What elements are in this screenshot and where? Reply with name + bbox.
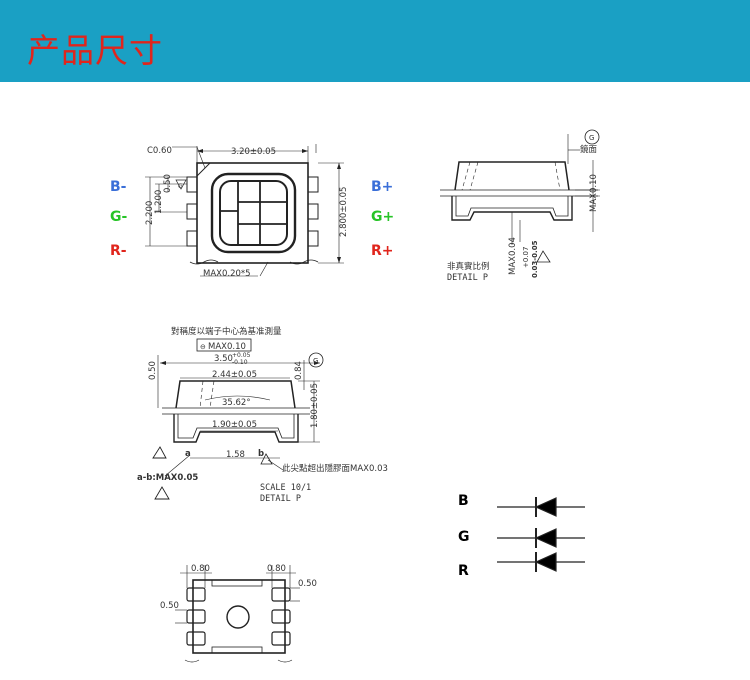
- bottom-pad-h: 0.50: [298, 579, 317, 589]
- diode-label-r: R: [458, 563, 469, 579]
- pitch-label: 1.200: [154, 190, 164, 214]
- bottom-pad-v: 0.50: [160, 601, 179, 611]
- side-tol-top: +0.07: [522, 247, 530, 268]
- label-a: a: [185, 449, 191, 459]
- thermal-pad: [226, 605, 250, 629]
- height-pins-label: 2.200: [145, 201, 155, 225]
- flatness-label: MAX0.10: [208, 342, 246, 352]
- section-g-mark: G: [313, 357, 318, 365]
- side-tol-bot: 0.03-0.05: [531, 240, 539, 278]
- side-max-height: MAX0.10: [589, 174, 599, 212]
- top-view: [145, 144, 344, 277]
- pin-g-minus: G-: [110, 209, 127, 225]
- mirror-label: 鏡面: [580, 144, 598, 155]
- diode-b: [534, 497, 557, 517]
- section-width-inner: 2.44±0.05: [212, 370, 257, 380]
- bottom-view: [175, 565, 300, 663]
- side-view: [440, 129, 600, 263]
- warning-triangle-icon: [260, 453, 273, 465]
- pin-r-plus: R+: [371, 243, 394, 259]
- warning-triangle-icon: [152, 446, 167, 459]
- bottom-dim-left: 0.80: [191, 564, 210, 574]
- section-scale: SCALE 10/1: [260, 483, 311, 493]
- chamfer-label: C0.60: [147, 146, 172, 156]
- section-width-tol-top: +0.05: [232, 352, 251, 359]
- section-width-outer: 3.50: [214, 354, 233, 364]
- section-right-dim: 0.84: [294, 361, 304, 380]
- burr-label: 此尖點超出隱膠面MAX0.03: [282, 463, 388, 474]
- warning-triangle-icon: [536, 250, 551, 263]
- diode-label-b: B: [458, 493, 469, 509]
- pin-right-1: [307, 176, 319, 193]
- ab-max-label: a-b:MAX0.05: [137, 473, 198, 483]
- chamfer-line: [196, 162, 211, 177]
- side-caption-scale: 非真實比例: [447, 261, 490, 272]
- pin-b-plus: B+: [371, 179, 393, 195]
- side-max-depth: MAX0.04: [508, 237, 518, 275]
- label-b: b: [258, 449, 264, 459]
- section-detail: DETAIL P: [260, 494, 301, 504]
- section-width-tol-bot: -0.10: [232, 359, 248, 366]
- lens-side: [454, 161, 570, 191]
- section-angle: 35.62°: [222, 398, 251, 408]
- bottom-dim-right: 0.80: [267, 564, 286, 574]
- pad-label: 0.50: [163, 174, 173, 193]
- pin-g-plus: G+: [371, 209, 394, 225]
- pin-right-3: [307, 230, 319, 247]
- flatness-symbol: ⊖: [200, 343, 206, 351]
- dimension-drawing: C0.60 3.20±0.05 MAX0.20*5 2.200 1.200 0.…: [110, 129, 600, 663]
- pin-b-minus: B-: [110, 179, 127, 195]
- pin-r-minus: R-: [110, 243, 127, 259]
- pin-left-1: [186, 176, 198, 193]
- package-outline: [196, 162, 309, 264]
- g-circle-icon: [308, 352, 324, 368]
- side-g-mark: G: [589, 134, 594, 142]
- header-banner: 产品尺寸: [0, 0, 750, 82]
- section-height-total: 1.80±0.05: [310, 383, 320, 428]
- diode-symbols: [497, 497, 585, 572]
- pin-left-3: [186, 230, 198, 247]
- diode-r: [534, 552, 557, 572]
- pad-width-label: MAX0.20*5: [203, 269, 251, 279]
- diode-label-g: G: [458, 529, 470, 545]
- diode-g: [534, 528, 557, 548]
- g-triangle-icon: [175, 179, 187, 190]
- section-width-bottom: 1.90±0.05: [212, 420, 257, 430]
- pin-right-2: [307, 203, 319, 220]
- section-view: [152, 338, 324, 500]
- g-circle-icon: [584, 129, 600, 145]
- width-label: 3.20±0.05: [231, 147, 276, 157]
- section-left-dim: 0.50: [148, 361, 158, 380]
- pin-left-2: [186, 203, 198, 220]
- height-outer-label: 2.800±0.05: [339, 187, 349, 237]
- section-note: 對稱度以端子中心為基准測量: [171, 326, 282, 337]
- side-caption-detail: DETAIL P: [447, 273, 488, 283]
- lens-outer: [210, 172, 297, 254]
- section-span: 1.58: [226, 450, 245, 460]
- lens-inner: [219, 180, 288, 246]
- g-mark-label: G: [178, 183, 183, 190]
- page-title: 产品尺寸: [27, 31, 163, 70]
- warning-triangle-icon: [154, 486, 170, 500]
